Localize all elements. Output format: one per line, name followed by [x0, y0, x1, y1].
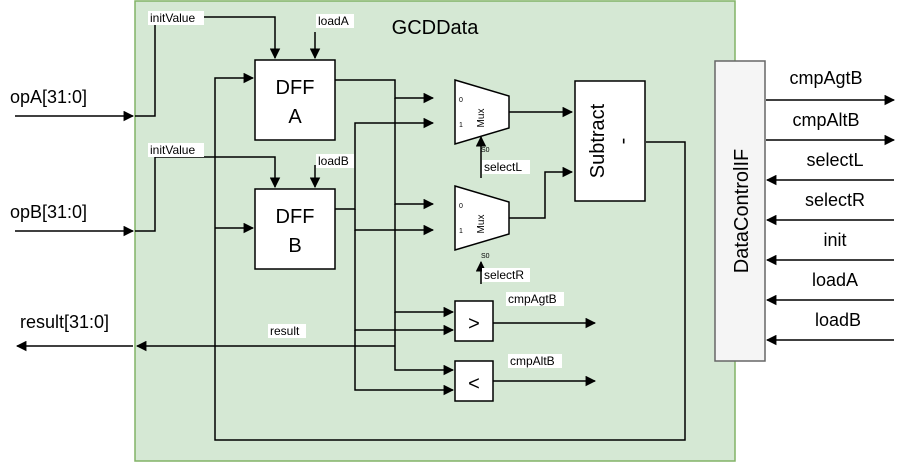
- subtract-symbol: -: [612, 138, 634, 145]
- if-port-cmpagtb: cmpAgtB: [789, 68, 862, 88]
- interface-title: DataControlIF: [731, 149, 753, 274]
- mux-right-sel: S0: [481, 253, 490, 260]
- comparator-gt: >: [454, 300, 494, 342]
- dff-b-block: DFF B: [254, 188, 336, 270]
- dff-b-init-label: initValue: [150, 143, 195, 157]
- dff-b-title: DFF: [276, 206, 315, 228]
- if-port-loada: loadA: [812, 270, 858, 290]
- comparator-lt: <: [454, 360, 494, 402]
- opa-port-label: opA[31:0]: [10, 87, 87, 107]
- comparator-gt-symbol: >: [468, 313, 480, 335]
- dff-a-letter: A: [288, 106, 302, 128]
- mux-left: Mux 0 1 S0: [454, 78, 510, 154]
- mux-left-in0: 0: [459, 97, 463, 104]
- result-internal-label: result: [270, 324, 300, 338]
- result-port-label: result[31:0]: [20, 312, 109, 332]
- if-port-init: init: [823, 230, 846, 250]
- if-port-loadb: loadB: [815, 310, 861, 330]
- comparator-lt-symbol: <: [468, 373, 480, 395]
- mux-right-in0: 0: [459, 203, 463, 210]
- dff-a-load-label: loadA: [318, 14, 349, 28]
- cmp-altb-label: cmpAltB: [510, 354, 555, 368]
- mux-left-in1: 1: [459, 122, 463, 129]
- if-port-selectr: selectR: [805, 190, 865, 210]
- data-control-if-block: [714, 60, 766, 362]
- if-port-cmpaltb: cmpAltB: [792, 110, 859, 130]
- subtract-label: Subtract: [587, 103, 609, 178]
- dff-a-init-label: initValue: [150, 11, 195, 25]
- if-port-selectl: selectL: [806, 150, 863, 170]
- wires: [15, 16, 896, 441]
- dff-b-load-label: loadB: [318, 154, 349, 168]
- select-r-label: selectR: [484, 268, 524, 282]
- mux-right-in1: 1: [459, 228, 463, 235]
- opb-port-label: opB[31:0]: [10, 202, 87, 222]
- select-l-label: selectL: [484, 160, 522, 174]
- gcd-data-module: [134, 0, 736, 462]
- signal-labels: initValue loadA initValue loadB selectL …: [148, 11, 564, 368]
- dff-a-block: DFF A: [254, 59, 336, 141]
- module-title: GCDData: [392, 17, 480, 39]
- subtract-block: Subtract -: [574, 80, 646, 202]
- mux-right: Mux 0 1 S0: [454, 184, 510, 260]
- dff-a-title: DFF: [276, 77, 315, 99]
- mux-left-label: Mux: [476, 109, 487, 128]
- mux-right-label: Mux: [476, 215, 487, 234]
- cmp-agtb-label: cmpAgtB: [508, 292, 557, 306]
- mux-left-sel: S0: [481, 147, 490, 154]
- dff-b-letter: B: [288, 235, 301, 257]
